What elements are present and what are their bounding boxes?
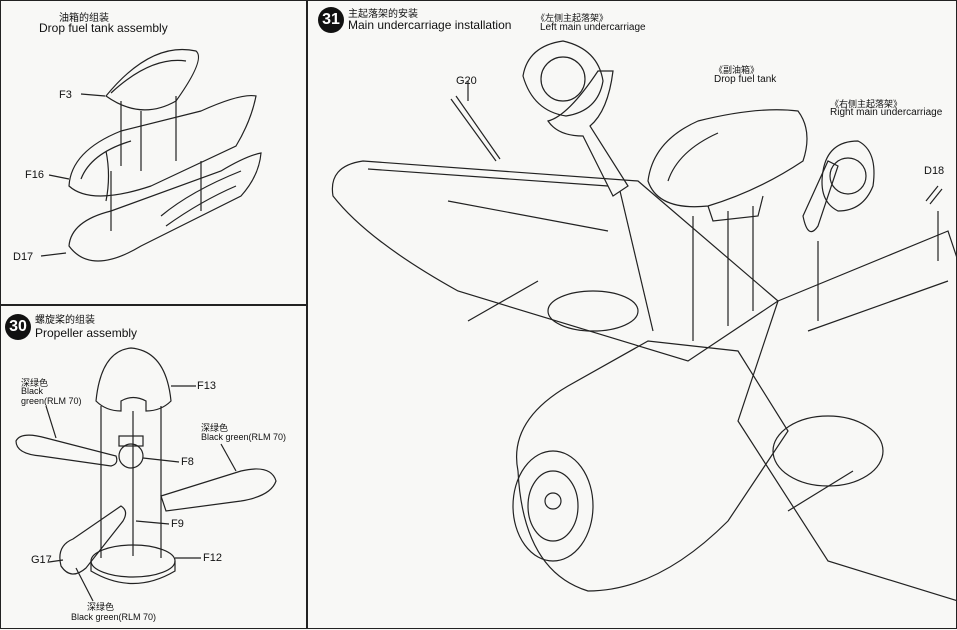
step-30-panel: 30 螺旋桨的组装 Propeller assembly 深绿色 Black g…	[0, 305, 307, 629]
part-label-d18: D18	[924, 165, 945, 177]
color-note-bottom-cn: 深绿色	[87, 602, 115, 612]
right-gear-label-en: Right main undercarriage	[830, 107, 943, 118]
step-29-panel: 油箱的组装 Drop fuel tank assembly F3 F16 D17	[0, 0, 307, 305]
left-gear-label-cn: 《左侧主起落架》	[536, 13, 609, 23]
color-note-left-en2: green(RLM 70)	[21, 396, 82, 406]
propeller-assembly-drawing	[15, 347, 277, 602]
step-29-title-en: Drop fuel tank assembly	[39, 21, 168, 35]
part-label-f13: F13	[197, 380, 216, 392]
left-gear-label-en: Left main undercarriage	[540, 22, 646, 33]
part-label-d17: D17	[13, 251, 34, 263]
part-label-f8: F8	[181, 456, 194, 468]
part-label-f3: F3	[59, 89, 72, 101]
part-label-g20: G20	[456, 75, 477, 87]
drop-tank-label-cn: 《副油箱》	[714, 65, 760, 75]
step-30-title-cn: 螺旋桨的组装	[35, 315, 95, 326]
color-note-left-en1: Black	[21, 386, 44, 396]
step-31-panel: 31 主起落架的安装 Main undercarriage installati…	[307, 0, 957, 629]
color-note-bottom-en: Black green(RLM 70)	[71, 612, 157, 622]
color-note-right-cn: 深绿色	[201, 423, 229, 433]
part-label-f9: F9	[171, 518, 184, 530]
step-29-title-cn: 油箱的组装	[59, 13, 109, 24]
color-note-left-cn: 深绿色	[21, 378, 49, 388]
step-31-title-en: Main undercarriage installation	[348, 18, 512, 32]
part-label-f12: F12	[203, 552, 222, 564]
part-label-f16: F16	[25, 169, 44, 181]
step-30-badge: 30	[5, 314, 31, 340]
step-31-title-cn: 主起落架的安装	[348, 9, 418, 20]
step-31-badge: 31	[318, 7, 344, 33]
main-undercarriage-drawing	[331, 40, 957, 602]
step-30-title-en: Propeller assembly	[35, 326, 138, 340]
part-label-g17: G17	[31, 554, 52, 566]
drop-tank-assembly-drawing	[40, 48, 262, 262]
drop-tank-label-en: Drop fuel tank	[714, 74, 777, 85]
color-note-right-en: Black green(RLM 70)	[201, 432, 287, 442]
right-gear-label-cn: 《右侧主起落架》	[830, 99, 903, 109]
